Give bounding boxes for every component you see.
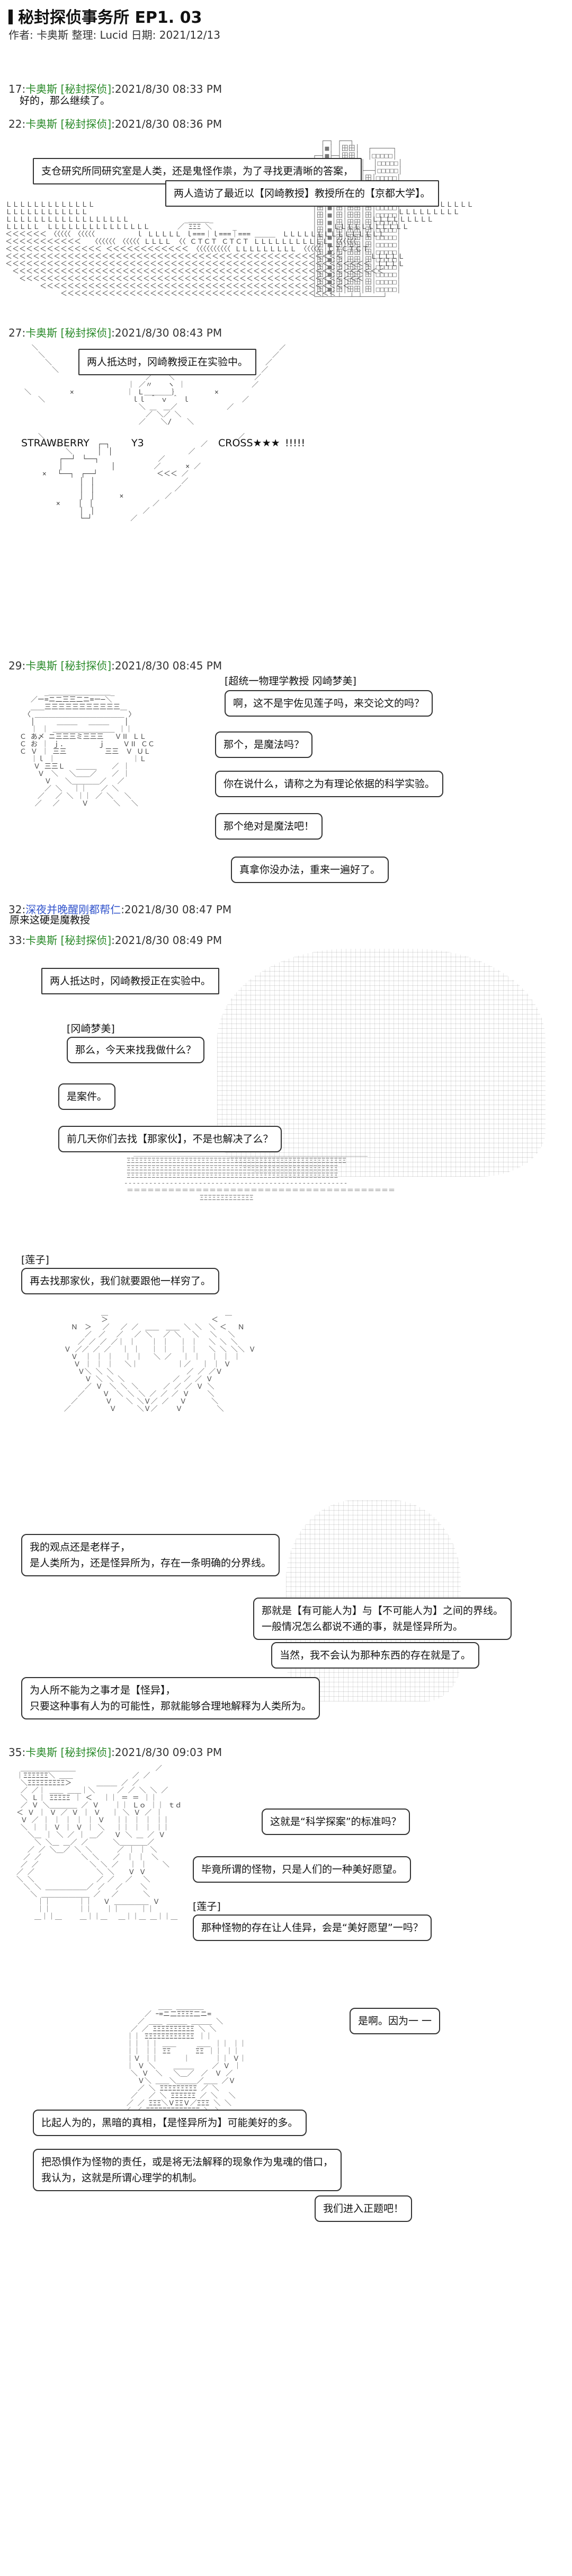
aa-caption-left: STRAWBERRY <box>21 437 90 449</box>
post-number: 27: <box>8 327 26 339</box>
post-date: :2021/8/30 08:43 PM <box>111 327 222 339</box>
aa-caption-mid: Y3 <box>131 437 144 449</box>
aa-caption-tail: !!!!! <box>285 437 306 449</box>
poster-name[interactable]: 卡奥斯 [秘封探侦] <box>25 1746 112 1759</box>
post-header: 22:卡奥斯 [秘封探侦]:2021/8/30 08:36 PM <box>8 116 222 131</box>
desk-art: ＿＿＿＿＿＿＿＿＿＿＿＿＿＿＿＿＿＿＿＿＿＿＿＿＿＿＿＿＿＿＿＿＿＿ ΞΞΞΞΞ… <box>123 1150 396 1202</box>
post-date: :2021/8/30 08:45 PM <box>111 659 222 672</box>
post-header: 33:卡奥斯 [秘封探侦]:2021/8/30 08:49 PM <box>8 932 222 947</box>
narration-bubble: 支仓研究所同研究室是人类，还是鬼怪作祟，为了寻找更清晰的答案， <box>33 158 362 184</box>
post-header: 35:卡奥斯 [秘封探侦]:2021/8/30 09:03 PM <box>8 1744 222 1759</box>
speech-bubble: 那么，今天来找我做什么？ <box>67 1037 205 1063</box>
post-header: 32:深夜并晚醒刚都帮仁:2021/8/30 08:47 PM <box>8 901 231 916</box>
speech-bubble: 真拿你没办法，重来一遍好了。 <box>231 857 389 883</box>
post-number: 35: <box>8 1746 26 1759</box>
character-art: ＿＿＿＿＿＿＿＿ ／ ｜ΞΞΞΞΞΞ＼ ＿＿ ／ ／ ＼ΞΞΞΞΞΞΞΞΞ＞ ＿… <box>16 1765 182 1921</box>
speech-bubble: 是案件。 <box>58 1083 116 1110</box>
post-date: :2021/8/30 08:47 PM <box>121 903 232 916</box>
poster-name[interactable]: 卡奥斯 [秘封探侦] <box>25 934 112 947</box>
speech-bubble: 我们进入正题吧！ <box>315 2195 413 2222</box>
post-header: 29:卡奥斯 [秘封探侦]:2021/8/30 08:45 PM <box>8 657 222 673</box>
page-title-text: 秘封探侦事务所 EP1. 03 <box>18 8 202 27</box>
character-art: _＿＿＿＿＿＿＿＿＿_ ／ー=ニ二三三二ニ=ー─＼ ＿＿三三三三三三三三三三三＿… <box>20 689 155 808</box>
speech-bubble: 为人所不能为之事才是【怪异】， 只要这种事有人为的可能性，那就能够合理地解释为人… <box>21 1677 320 1719</box>
narration-bubble: 两人抵达时，冈崎教授正在实验中。 <box>78 349 257 375</box>
speaker-label: [莲子] <box>21 1254 49 1266</box>
post-number: 22: <box>8 118 26 130</box>
speaker-label: [莲子] <box>193 1901 221 1912</box>
post-date: :2021/8/30 08:33 PM <box>111 83 222 95</box>
speech-bubble: 我的观点还是老样子， 是人类所为，还是怪异所为，存在一条明确的分界线。 <box>21 1534 280 1576</box>
speech-bubble: 啊，这不是宇佐见莲子吗，来交论文的吗？ <box>225 690 433 717</box>
speech-bubble: 把恐惧作为怪物的责任，或是将无法解释的现象作为鬼魂的借口， 我认为，这就是所谓心… <box>33 2149 342 2191</box>
poster-name[interactable]: 深夜并晚醒刚都帮仁 <box>25 903 121 916</box>
character-art: ＿ ＿ ＞ ＜ Ｎ ＞ ／ ／ ／ ＿＿ ＿＿ ＼ ＼ ＼ ＜ Ｎ ／ ／ ／ … <box>64 1309 256 1413</box>
speech-bubble: 是啊。因为一 一 <box>350 2008 441 2034</box>
post-number: 29: <box>8 659 26 672</box>
post-date: :2021/8/30 09:03 PM <box>111 1746 222 1759</box>
post-number: 32: <box>8 903 26 916</box>
aa-caption-right: CROSS★★★ <box>218 437 280 449</box>
post-text: 原来这硬是魔教授 <box>10 914 91 926</box>
narration-bubble: 两人造访了最近以【冈崎教授】教授所在的【京都大学】。 <box>165 180 439 207</box>
speaker-label: [冈崎梦美] <box>67 1023 115 1035</box>
speech-bubble: 这就是“科学探案”的标准吗？ <box>262 1809 410 1835</box>
poster-name[interactable]: 卡奥斯 [秘封探侦] <box>25 327 112 339</box>
speech-bubble: 那个绝对是魔法吧！ <box>215 813 323 840</box>
speech-bubble: 那种怪物的存在让人佳异，会是“美好愿望”一吗？ <box>193 1915 432 1941</box>
city-art: ＬＬＬＬＬＬＬＬＬＬＬＬＬ ＬＬＬＬＬＬ ＬＬＬＬＬＬＬＬＬＬＬＬ ＬＬＬＬＬＬ… <box>5 201 474 298</box>
speech-bubble: 你在说什么，请称之为有理论依据的科学实验。 <box>215 771 444 797</box>
post-number: 33: <box>8 934 26 947</box>
post-date: :2021/8/30 08:36 PM <box>111 118 222 130</box>
poster-name[interactable]: 卡奥斯 [秘封探侦] <box>25 118 112 130</box>
poster-name[interactable]: 卡奥斯 [秘封探侦] <box>25 659 112 672</box>
speech-bubble: 毕竟所谓的怪物，只是人们的一种美好愿望。 <box>193 1856 412 1883</box>
speech-bubble: 比起人为的，黑暗的真相，【是怪异所为】可能美好的多。 <box>33 2110 307 2136</box>
poster-name[interactable]: 卡奥斯 [秘封探侦] <box>25 83 112 95</box>
narration-bubble: 两人抵达时，冈崎教授正在实验中。 <box>41 968 220 994</box>
speech-bubble: 前几天你们去找【那家伙】，不是也解决了么？ <box>58 1126 282 1152</box>
speech-bubble: 再去找那家伙，我们就要跟他一样穷了。 <box>21 1268 220 1294</box>
post-date: :2021/8/30 08:49 PM <box>111 934 222 947</box>
speech-bubble: 那就是【有可能人为】与【不可能人为】之间的界线。 一般情况怎么都说不通的事，就是… <box>253 1598 512 1640</box>
page-meta: 作者: 卡奥斯 整理: Lucid 日期: 2021/12/13 <box>8 29 220 41</box>
post-header: 17:卡奥斯 [秘封探侦]:2021/8/30 08:33 PM <box>8 81 222 96</box>
post-text: 好的，那么继续了。 <box>10 95 111 107</box>
speaker-label: [超统一物理学教授 冈崎梦美] <box>225 675 356 687</box>
speech-bubble: 那个，是魔法吗？ <box>215 731 313 758</box>
speech-bubble: 当然，我不会认为那种东西的存在就是了。 <box>271 1642 480 1669</box>
post-number: 17: <box>8 83 26 95</box>
post-header: 27:卡奥斯 [秘封探侦]:2021/8/30 08:43 PM <box>8 324 222 340</box>
experiment-art: ＼ ／ ＼ ／ ＼ ／ ＼ __ ／ ／ ＼ ／ <box>24 345 287 523</box>
title-bar <box>8 10 13 24</box>
page-title: 秘封探侦事务所 EP1. 03 <box>8 4 202 28</box>
